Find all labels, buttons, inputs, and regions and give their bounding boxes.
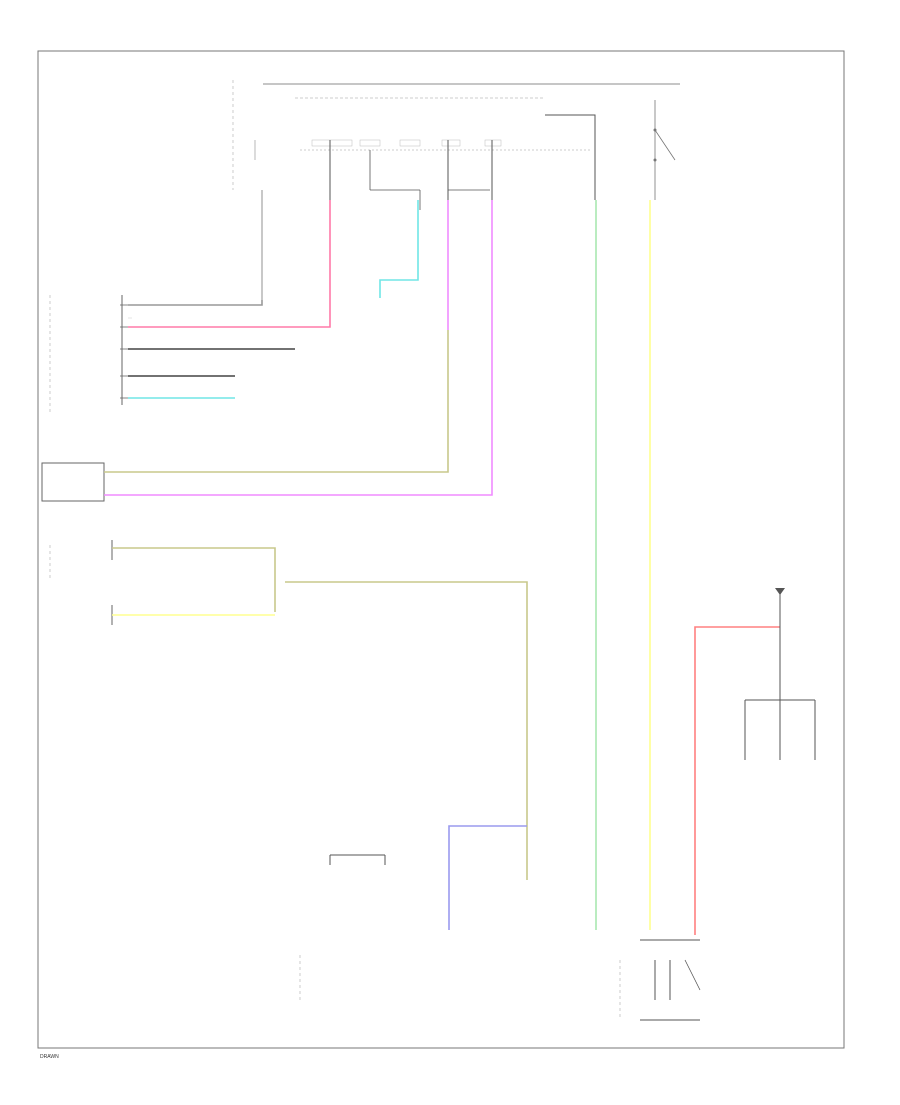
wires	[104, 200, 780, 935]
left-module-box	[41, 462, 105, 502]
bottom-connector	[299, 854, 701, 1021]
wire-red	[694, 626, 780, 935]
wire-blue	[448, 825, 527, 930]
fuse-drops	[261, 140, 493, 300]
wire-cyan2	[379, 200, 419, 298]
wire-olive2	[112, 547, 276, 612]
left-module-lower	[49, 540, 113, 625]
wire-gray1	[128, 300, 263, 306]
top-bus	[232, 80, 680, 190]
left-module-top	[49, 295, 128, 415]
wire-olive3	[285, 581, 528, 880]
right-splice	[744, 588, 816, 760]
fuse-block	[311, 139, 502, 147]
diagram-frame	[37, 50, 845, 1049]
ignition-circuit	[545, 100, 676, 200]
wire-pink	[128, 200, 331, 328]
wire-olive1	[104, 330, 449, 473]
wire-magenta2	[104, 200, 493, 496]
footer-label: DRAWN	[40, 1054, 59, 1060]
